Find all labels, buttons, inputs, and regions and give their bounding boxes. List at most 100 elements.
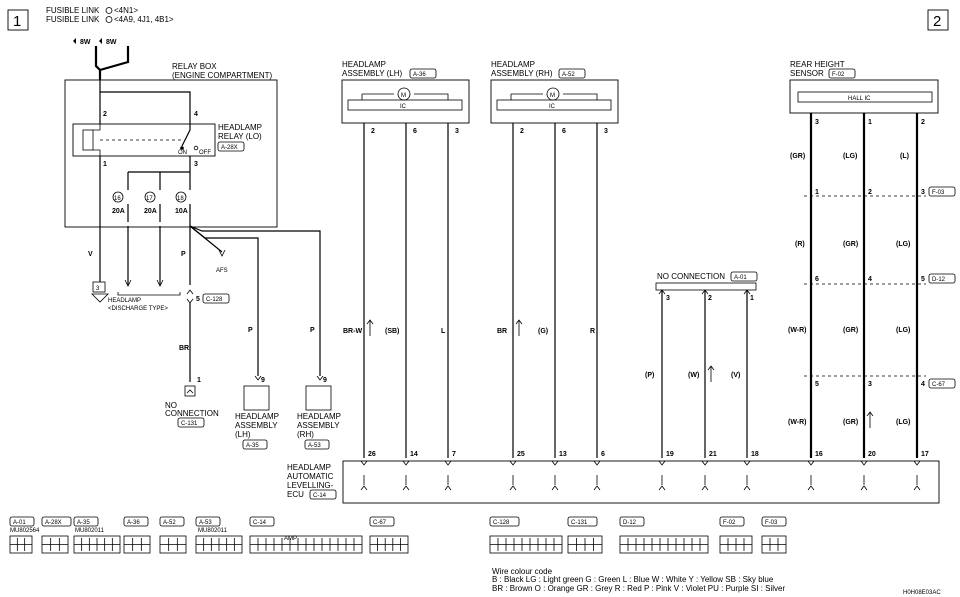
a36-pin-2: 2 [371,128,375,135]
feed-wire-b [99,46,130,72]
f03-pin-1: 1 [815,189,819,196]
fuse-arrow-icon-a [73,38,76,44]
f02-pin-2: 2 [921,119,925,126]
a52-wires [512,123,598,458]
headlamp-lh-frame [341,79,470,124]
a36-badge [409,68,437,79]
a36-wires [363,123,449,458]
ecu-pin-label: 13 [559,451,567,458]
hl-rh-label-2: ASSEMBLY [297,421,340,430]
a01-connector: A-01 [734,275,747,281]
a52-badge [558,68,586,79]
fusible-link-symbol-1 [105,7,113,14]
ecu-pin-arrow-icon [807,460,815,466]
fusible-link-label-1: FUSIBLE LINK [46,6,100,15]
ecu-pin-label: 14 [410,451,418,458]
a01-badge [730,271,758,282]
fuse-18 [175,172,191,222]
a36-color-2: (SB) [385,328,399,335]
relay-off-label: OFF [199,150,211,156]
connector-label-a-36: A-36 [127,520,140,526]
connector-badge [619,516,645,527]
headlamp-assembly-rh-block [305,385,332,411]
relay-connector: A-28X [221,145,238,151]
relay-pin-3: 3 [194,161,198,168]
relay-connector-badge [217,141,245,152]
ecu-terminal-icon [593,475,601,491]
sensor-wires [809,113,919,458]
a52-connector: A-52 [562,72,575,78]
hl-rh-label-3: (RH) [297,430,314,439]
ecu-pin-arrow-icon [360,460,368,466]
page-number-2: 2 [933,13,941,30]
ecu-pin-arrow-icon [701,460,709,466]
sensor-color-4c: (LG) [896,419,910,426]
relay-pin-2: 2 [103,111,107,118]
c67-pin-4: 4 [921,381,925,388]
d12-pin-5: 5 [921,276,925,283]
relay-box-frame [64,79,278,228]
page-number-1: 1 [13,13,21,30]
ecu-pin-arrow-icon [444,460,452,466]
hl-lh-connector: A-35 [246,443,259,449]
ecu-pin-arrow-icon [509,460,517,466]
headlamp-rh-frame [490,79,619,124]
ecu-pin-label: 19 [666,451,674,458]
discharge-bracket [117,292,181,296]
sensor-label-2: SENSOR [790,69,824,78]
ecu-pin-label: 21 [709,451,717,458]
fuse-18-amp: 10A [175,208,188,215]
ecu-terminal-icon [551,475,559,491]
no-connection-label-1: NO [165,401,177,410]
ecu-terminal-icon [402,475,410,491]
sensor-color-3a: (W-R) [788,327,807,334]
a52-pin-2: 2 [520,128,524,135]
ecu-pin-label: 25 [517,451,525,458]
headlamp-assembly-lh-block [243,385,270,411]
relay-on-label: ON [178,150,187,156]
connector-label-a-52: A-52 [163,520,176,526]
afs-arrow-icon [218,249,226,257]
fusible-rating-b: 8W [106,39,117,46]
ecu-pin-arrow-icon [913,460,921,466]
headlamp-relay-frame [72,123,216,157]
a52-pin-3: 3 [604,128,608,135]
hl-rh-label-1: HEADLAMP [297,412,341,421]
ecu-pin-label: 20 [868,451,876,458]
connector-badge [489,516,520,527]
c67-pin-5: 5 [815,381,819,388]
ecu-terminal-icon [743,475,751,491]
relay-coil-leads [93,124,101,156]
connector-sub-2: MU802011 [75,528,105,534]
connector-label-a-01: A-01 [13,520,26,526]
motor-icon-lh [397,87,411,101]
a52-color-2: (G) [538,328,548,335]
discharge-label-1: HEADLAMP [108,298,141,304]
fuse-17 [144,172,161,222]
wire-br-color: BR [179,345,189,352]
motor-icon-rh [546,87,560,101]
sensor-label-1: REAR HEIGHT [790,60,845,69]
sensor-color-3c: (LG) [896,327,910,334]
c128-connector-icon [186,289,194,304]
page-number-box-2 [927,9,949,31]
wire-colour-line-2: BR : Brown O : Orange GR : Grey R : Red … [492,584,785,593]
c67-badge [928,378,956,389]
connector-badge [719,516,745,527]
ecu-pin-label: 6 [601,451,605,458]
headlamp-rh-motor-wire [510,93,598,100]
connector-sub-3: MU802011 [198,528,228,534]
fuse-17-amp: 20A [144,208,157,215]
a01-color-p: (P) [645,372,654,379]
connector-badge [9,516,35,527]
ecu-pin-arrow-icon [551,460,559,466]
connector-label-f-02: F-02 [723,520,736,526]
hl-lh-label-2: ASSEMBLY [235,421,278,430]
headlamp-lh-ic: IC [400,104,407,110]
connector-badge [761,516,787,527]
afs-label: AFS [216,268,228,274]
ecu-label-2: AUTOMATIC [287,472,334,481]
ground-connector-number: 3 [96,286,100,292]
